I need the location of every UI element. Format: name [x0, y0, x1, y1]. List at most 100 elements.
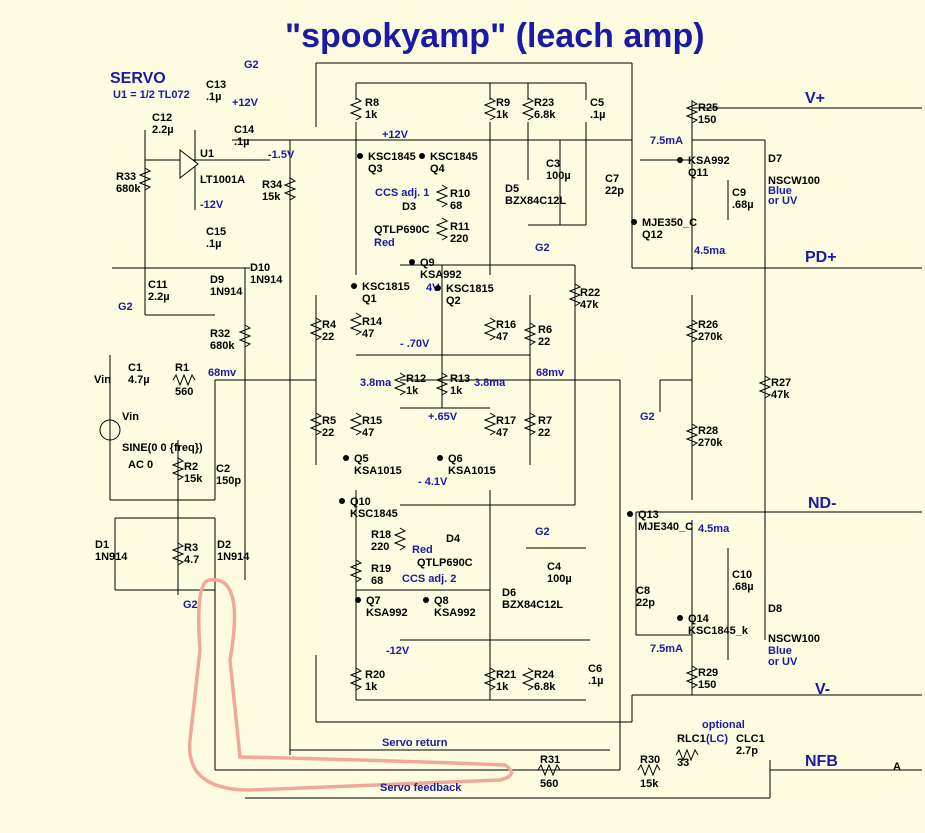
ref-clc1: CLC1	[736, 733, 765, 745]
ref-rlc1: RLC1	[677, 733, 706, 745]
rail-ndminus-label: ND-	[808, 495, 836, 512]
voltage-m12b: -12V	[386, 645, 410, 657]
value-r23: 6.8k	[534, 109, 556, 121]
part-q11: KSA992	[688, 155, 730, 167]
resistor-symbol	[393, 372, 407, 396]
ccs-adj-2: CCS adj. 2	[402, 573, 456, 585]
value-c13: .1µ	[206, 91, 222, 103]
value-c1: 4.7µ	[128, 374, 150, 386]
ref-c2: C2	[216, 463, 230, 475]
ref-d5: D5	[505, 183, 519, 195]
servo-note: U1 = 1/2 TL072	[113, 89, 190, 101]
rail-vminus-label: V-	[815, 681, 830, 698]
servo-wires	[109, 130, 632, 771]
opamp-part: LT1001A	[200, 174, 245, 186]
value-d1: 1N914	[95, 551, 128, 563]
value-r18: 220	[371, 541, 389, 553]
ref-q5: Q5	[354, 453, 369, 465]
value-d5: BZX84C12L	[505, 195, 566, 207]
ref-c7: C7	[605, 173, 619, 185]
resistor-symbol	[523, 412, 537, 436]
resistor-symbol	[537, 763, 561, 777]
value-r11: 220	[450, 233, 468, 245]
net-labels: +12V+12V-12V-12V-1.5V- .70V+.65V- 4.1V4V…	[94, 59, 820, 794]
ref-r16: R16	[496, 319, 516, 331]
part-q12: MJE350_C	[642, 217, 697, 229]
ground-g2-c: G2	[535, 242, 550, 254]
optional-label: optional	[702, 719, 745, 731]
value-r1: 560	[175, 386, 193, 398]
ref-r2: R2	[184, 461, 198, 473]
ref-c6: C6	[588, 663, 602, 675]
ref-c5: C5	[590, 97, 604, 109]
resistor-symbol	[349, 412, 363, 436]
ref-r20: R20	[365, 669, 385, 681]
current-4-5ma-a: 4.5ma	[694, 245, 726, 257]
value-r21: 1k	[496, 681, 509, 693]
ref-r21: R21	[496, 669, 516, 681]
ref-r4: R4	[322, 319, 337, 331]
resistor-symbol	[483, 667, 497, 691]
led-d7-color2: or UV	[768, 195, 798, 207]
ground-g2-f: G2	[183, 599, 198, 611]
value-c5: .1µ	[590, 109, 606, 121]
ref-r6: R6	[538, 324, 552, 336]
ref-r30: R30	[640, 754, 660, 766]
value-c6: .1µ	[588, 675, 604, 687]
ref-r17: R17	[496, 415, 516, 427]
ref-r32: R32	[210, 328, 230, 340]
output-stage-wires	[635, 100, 766, 695]
value-r27: 47k	[771, 389, 790, 401]
value-r26: 270k	[698, 331, 723, 343]
ref-r15: R15	[362, 415, 382, 427]
value-r2: 15k	[184, 473, 203, 485]
value-r19: 68	[371, 575, 383, 587]
led-d8-color2: or UV	[768, 656, 798, 668]
current-4-5ma-b: 4.5ma	[698, 523, 730, 535]
value-r29: 150	[698, 679, 716, 691]
resistor-symbol	[685, 319, 699, 343]
resistor-symbol	[483, 412, 497, 436]
ref-q8: Q8	[434, 595, 449, 607]
resistor-symbol	[283, 177, 297, 201]
transistor-symbol	[631, 219, 637, 225]
value-r30: 15k	[640, 778, 659, 790]
resistor-symbol	[349, 312, 363, 336]
value-c15: .1µ	[206, 238, 222, 250]
ref-q11: Q11	[688, 167, 708, 179]
led-d8-color: Blue	[768, 645, 792, 657]
transistor-symbol	[423, 597, 429, 603]
voltage-m15: -1.5V	[268, 149, 295, 161]
lc-label: (LC)	[706, 733, 728, 745]
value-r16: 47	[496, 331, 508, 343]
value-r10: 68	[450, 200, 462, 212]
ac-spec: AC 0	[128, 459, 153, 471]
resistor-symbol	[568, 283, 582, 307]
resistor-symbol	[758, 375, 772, 399]
value-r24: 6.8k	[534, 681, 556, 693]
ref-q6: Q6	[448, 453, 463, 465]
transistor-symbol	[677, 615, 683, 621]
ref-r11: R11	[450, 221, 470, 233]
resistor-symbol	[483, 317, 497, 341]
ground-g2-d: G2	[640, 411, 655, 423]
transistor-symbol	[409, 259, 415, 265]
ref-r10: R10	[450, 188, 470, 200]
ref-r25: R25	[698, 102, 718, 114]
resistor-symbol	[393, 527, 407, 551]
transistor-symbol	[339, 498, 345, 504]
led-d4-color: Red	[412, 544, 433, 556]
ref-c14: C14	[234, 124, 255, 136]
resistor-symbol	[435, 372, 449, 396]
value-r5: 22	[322, 427, 334, 439]
ref-r23: R23	[534, 97, 554, 109]
part-q9: KSA992	[420, 269, 462, 281]
resistor-symbol	[349, 559, 363, 583]
ref-c1: C1	[128, 362, 142, 374]
led-d4-ref: D4	[446, 533, 461, 545]
ref-c9: C9	[732, 187, 746, 199]
voltage-68mv-a: 68mv	[208, 367, 237, 379]
value-r32: 680k	[210, 340, 235, 352]
ref-r26: R26	[698, 319, 718, 331]
servo-feedback-label: Servo feedback	[380, 782, 462, 794]
